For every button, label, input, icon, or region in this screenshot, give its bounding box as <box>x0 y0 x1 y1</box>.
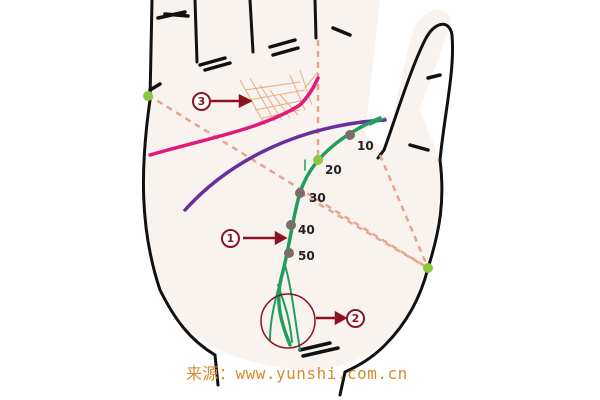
age-label-20: 20 <box>325 163 342 177</box>
callout-2: 2 <box>346 309 365 328</box>
source-watermark: 来源：www.yunshi.com.cn <box>186 364 408 383</box>
crease-marks <box>148 10 442 358</box>
age-label-10: 10 <box>357 139 374 153</box>
age-label-50: 50 <box>298 249 315 263</box>
highlight-circle <box>260 293 316 349</box>
guide-lines <box>147 40 430 270</box>
head-line <box>183 118 387 212</box>
callout-1: 1 <box>221 229 240 248</box>
anchor-points <box>143 91 433 273</box>
callout-arrows <box>211 93 348 326</box>
callout-3: 3 <box>192 92 211 111</box>
age-dots <box>284 130 355 258</box>
age-label-30: 30 <box>309 191 326 205</box>
age-label-40: 40 <box>298 223 315 237</box>
heart-line <box>148 76 320 157</box>
hand-outline <box>141 0 454 397</box>
hand-shape <box>143 0 451 370</box>
crosshatch-marks <box>239 69 319 126</box>
